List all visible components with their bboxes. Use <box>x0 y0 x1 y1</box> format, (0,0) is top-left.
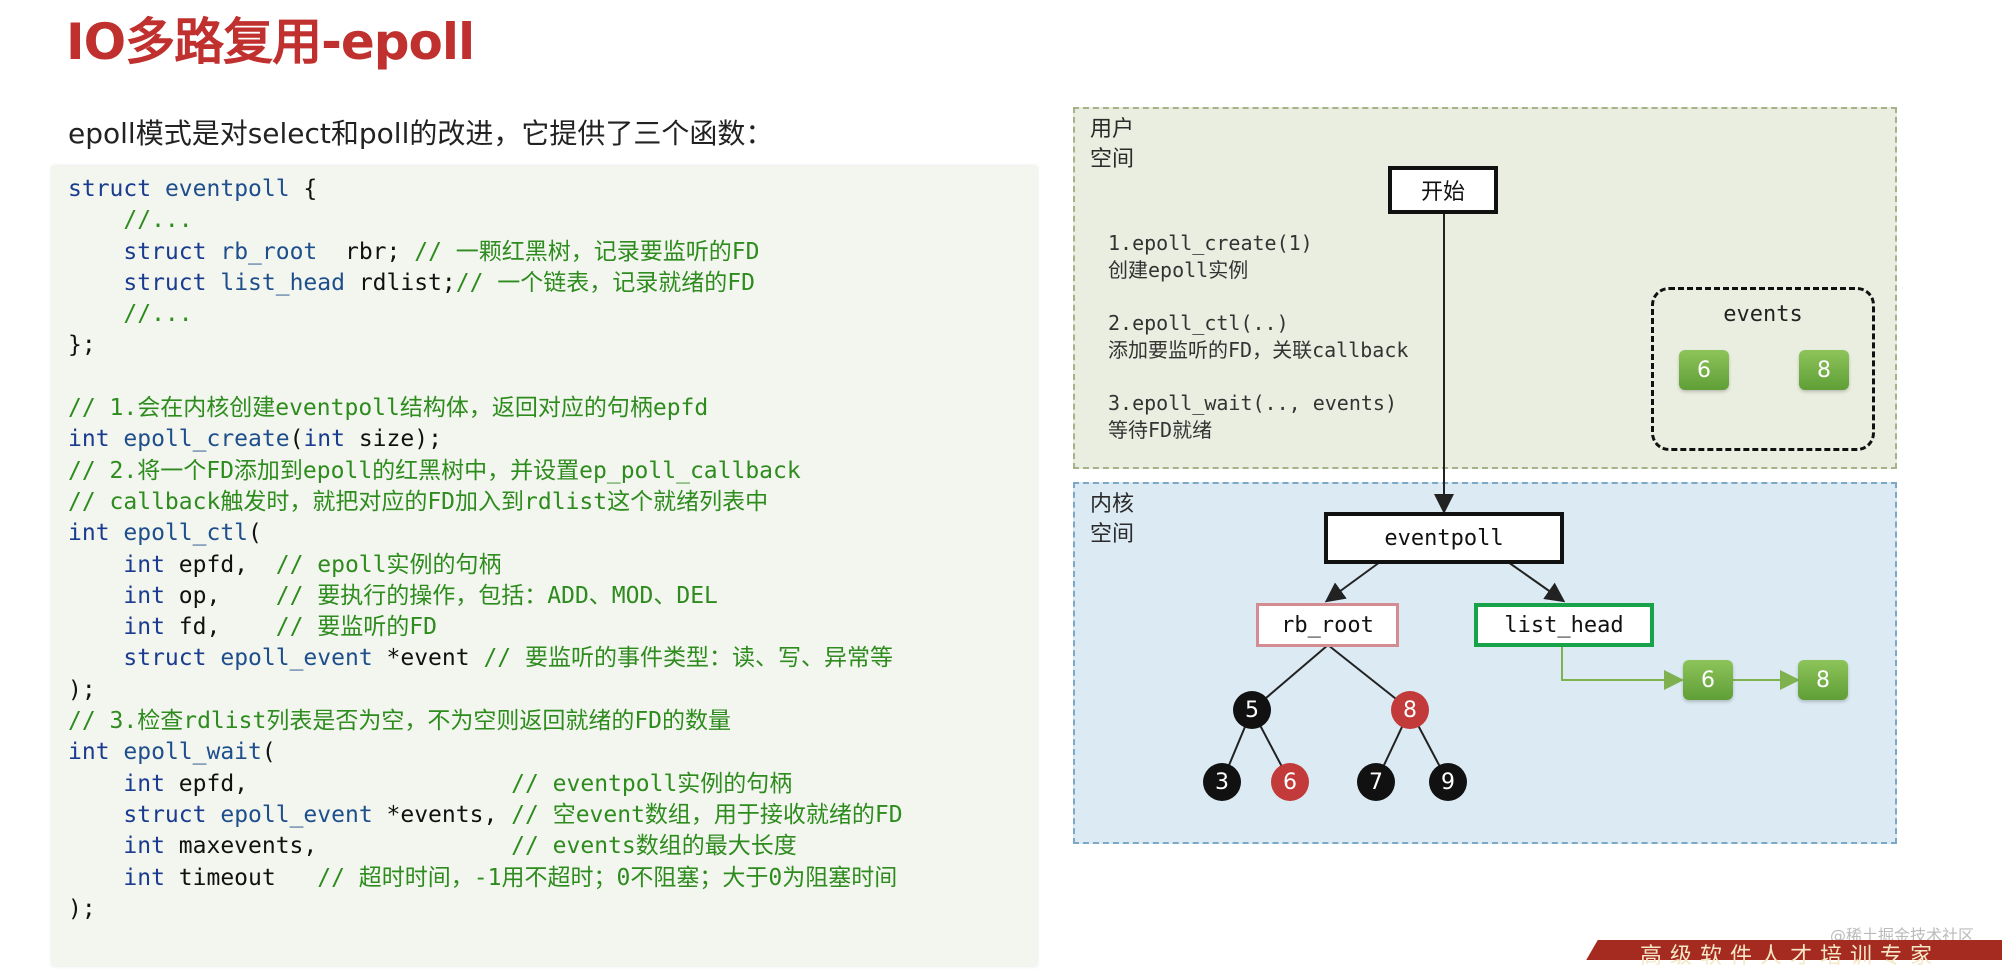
page-subtitle: epoll模式是对select和poll的改进，它提供了三个函数： <box>68 117 774 150</box>
step-3-desc: 等待FD就绪 <box>1108 418 1213 442</box>
events-label: events <box>1723 302 1803 327</box>
list-head-box: list_head <box>1474 603 1654 647</box>
step-1-desc: 创建epoll实例 <box>1108 258 1249 282</box>
events-item: 6 <box>1679 350 1729 390</box>
kernel-space-label: 内核 空间 <box>1090 492 1135 547</box>
tree-node: 7 <box>1357 763 1395 801</box>
user-space-label: 用户 空间 <box>1090 117 1135 172</box>
events-item: 8 <box>1799 350 1849 390</box>
tree-node: 3 <box>1203 763 1241 801</box>
code-text: struct eventpoll { //... struct rb_root … <box>68 176 903 922</box>
rb-root-box: rb_root <box>1256 603 1399 647</box>
tree-node: 5 <box>1233 691 1271 729</box>
tree-node: 8 <box>1391 691 1429 729</box>
step-3-call: 3.epoll_wait(.., events) <box>1108 391 1397 415</box>
start-box: 开始 <box>1388 166 1498 214</box>
tree-node: 6 <box>1271 763 1309 801</box>
footer-banner-text: 高级软件人才培训专家 <box>1640 944 1941 969</box>
list-node: 8 <box>1798 660 1848 700</box>
eventpoll-box: eventpoll <box>1324 512 1564 564</box>
step-2-desc: 添加要监听的FD，关联callback <box>1108 338 1409 362</box>
code-block: struct eventpoll { //... struct rb_root … <box>52 166 1037 966</box>
step-1-call: 1.epoll_create(1) <box>1108 231 1313 255</box>
steps-list: 1.epoll_create(1) 创建epoll实例 2.epoll_ctl(… <box>1108 230 1408 444</box>
list-node: 6 <box>1683 660 1733 700</box>
page-title: IO多路复用-epoll <box>66 13 475 71</box>
events-array-box: events 6 8 <box>1651 287 1875 451</box>
step-2-call: 2.epoll_ctl(..) <box>1108 311 1289 335</box>
tree-node: 9 <box>1429 763 1467 801</box>
